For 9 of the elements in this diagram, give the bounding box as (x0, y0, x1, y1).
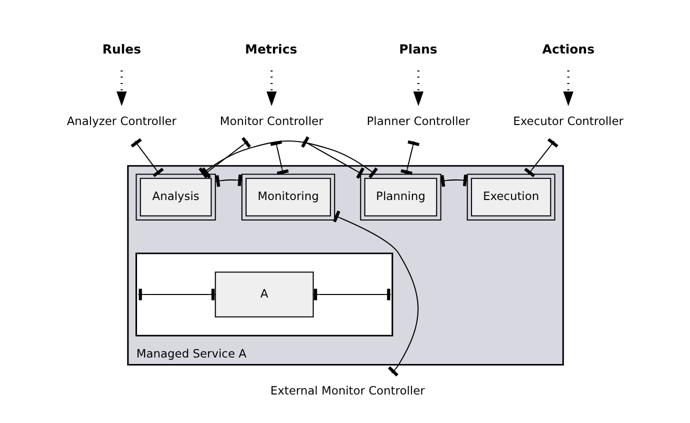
node-text: Monitor Controller (220, 114, 324, 128)
node-text: Analyzer Controller (66, 114, 177, 128)
node-text: Plans (399, 42, 438, 57)
node-text: Actions (542, 42, 595, 57)
node-text: Executor Controller (513, 114, 624, 128)
node-text: External Monitor Controller (270, 384, 425, 398)
node-text: Rules (102, 42, 142, 57)
node-text: Metrics (245, 42, 298, 57)
node-text: Planner Controller (366, 114, 470, 128)
